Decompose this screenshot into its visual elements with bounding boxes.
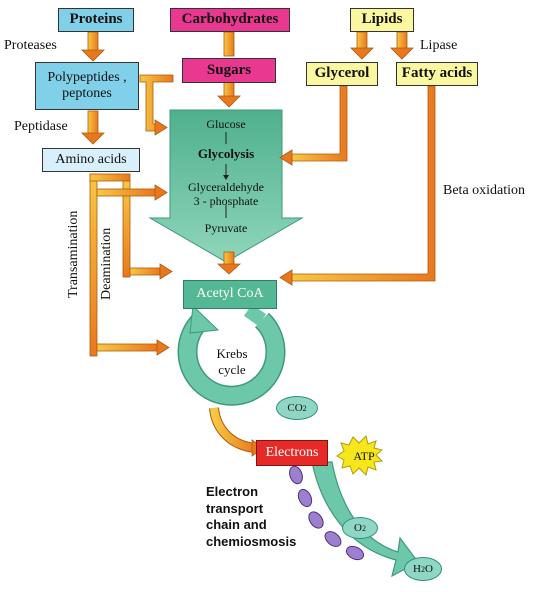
arrow-amino-acids-g3p [96,188,156,197]
deamination-vertical [122,180,131,278]
g3p-label: Glyceraldehyde 3 - phosphate [170,180,282,209]
atp-label: ATP [353,449,375,463]
arrow-polypeptides-glycolysis-head [154,119,168,136]
etc-label: Electron transport chain and chemiosmosi… [206,484,296,551]
o2-subscript: 2 [361,523,366,533]
electron-carrier [289,465,303,485]
deamination-label: Deamination [99,227,114,300]
amino-acids-trunk-deamination [89,173,131,182]
arrow-fatty-acids-acetyl-coa-head [279,269,293,286]
o2-label: O [354,522,362,534]
electron-carrier [297,488,313,508]
arrow-glycerol-glycolysis-head [279,149,293,166]
krebs-cycle-ring [177,304,286,406]
arrow-carbohydrates-sugars [223,31,235,57]
electron-carrier [345,545,365,561]
arrow-lipids-glycerol [356,31,368,51]
lipase-label: Lipase [420,38,458,53]
proteases-label: Proteases [4,38,57,53]
arrow-amino-acids-g3p-head [154,184,168,201]
etc-line3: chain and [206,517,267,533]
amino-acids-trunk-transamination [89,173,98,357]
acetyl-coa-box: Acetyl CoA [183,280,277,309]
carbohydrates-box: Carbohydrates [170,8,290,32]
beta-oxidation-label: Beta oxidation [443,183,526,198]
lipids-box: Lipids [350,8,414,32]
arrow-polypeptides-amino-acids [87,110,99,136]
arrow-amino-acids-krebs [96,343,158,352]
etc-line4: chemiosmosis [206,533,297,549]
krebs-cycle-label: Krebs cycle [204,346,260,377]
fatty-acids-box: Fatty acids [396,62,478,86]
electrons-box: Electrons [256,440,328,466]
arrow-amino-acids-acetyl-coa [129,267,161,276]
polypeptides-box: Polypeptides , peptones [35,62,139,110]
polypeptides-label: Polypeptides , [47,69,127,85]
g3p-line2: 3 - phosphate [193,194,259,209]
h2o-o: O [425,563,433,575]
g3p-line1: Glyceraldehyde [188,180,264,194]
electron-carrier [324,531,342,547]
arrow-sugars-glucose-head [217,95,241,108]
arrow-polypeptides-amino-acids-head [81,132,105,145]
arrow-amino-acids-acetyl-coa-head [159,263,173,280]
h2o-subscript: 2 [421,564,425,574]
sugars-box: Sugars [182,58,276,83]
peptones-label: peptones [62,86,112,101]
arrow-glycerol-glycolysis [291,85,348,162]
arrow-fatty-acids-acetyl-coa [291,85,436,282]
arrow-amino-acids-krebs-head [156,339,170,356]
transamination-label: Transamination [66,210,81,298]
glycolysis-step-arrowhead [223,175,229,180]
etc-line2: transport [206,500,264,516]
glycolysis-label: Glycolysis [197,146,255,161]
arrow-lipids-glycerol-head [350,47,374,60]
arrow-proteins-polypeptides-head [81,49,105,62]
arrow-proteins-polypeptides [87,31,99,53]
peptidase-label: Peptidase [14,119,68,134]
glycerol-box: Glycerol [306,62,378,86]
arrow-pyruvate-acetyl-coa-head [216,263,242,275]
co2-label: CO [287,402,303,414]
arrow-lipids-fatty-acids [396,31,408,51]
krebs-line1: Krebs [216,346,248,361]
etc-line1: Electron [206,484,259,499]
arrow-lipids-fatty-acids-head [390,47,414,60]
proteins-box: Proteins [58,8,134,32]
electron-carrier [308,511,324,529]
glycolysis-arrow [148,109,304,263]
atp-starburst [336,435,384,476]
h2o-h: H [413,563,421,575]
co2-subscript: 2 [302,403,307,413]
krebs-line2: cycle [218,361,246,377]
amino-acids-box: Amino acids [42,148,140,172]
pyruvate-label: Pyruvate [204,221,248,235]
glucose-label: Glucose [206,117,246,131]
